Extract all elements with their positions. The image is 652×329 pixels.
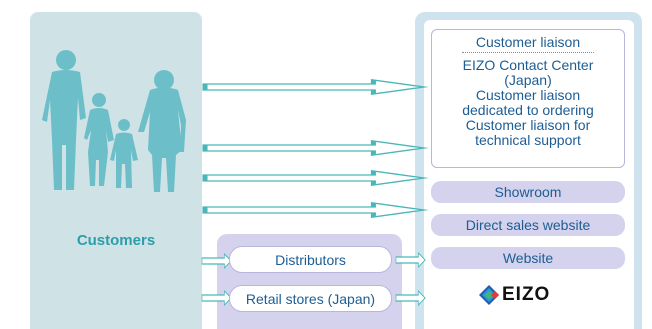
arrow-to-liaison-2 bbox=[205, 141, 424, 155]
customer-arrows bbox=[205, 80, 424, 217]
family-silhouette-icon bbox=[42, 50, 186, 192]
liaison-line: Customer liaison bbox=[475, 87, 581, 103]
liaison-lines: EIZO Contact Center (Japan) Customer lia… bbox=[431, 58, 625, 148]
arrow-distributors-to-website bbox=[395, 252, 426, 268]
showroom-pill: Showroom bbox=[431, 181, 625, 203]
liaison-header: Customer liaison bbox=[475, 34, 581, 50]
arrow-to-retail bbox=[201, 290, 232, 306]
eizo-logo-icon bbox=[479, 285, 499, 305]
liaison-line: EIZO Contact Center bbox=[462, 57, 594, 73]
retail-stores-pill: Retail stores (Japan) bbox=[229, 285, 392, 312]
customers-label: Customers bbox=[76, 232, 156, 249]
liaison-line: dedicated to ordering bbox=[462, 102, 594, 118]
arrow-to-direct-sales bbox=[205, 203, 424, 217]
distributors-pill: Distributors bbox=[229, 246, 392, 273]
arrow-to-liaison bbox=[205, 80, 424, 94]
liaison-line: (Japan) bbox=[504, 72, 552, 88]
liaison-line: Customer liaison for bbox=[465, 117, 591, 133]
direct-sales-pill: Direct sales website bbox=[431, 214, 625, 236]
liaison-divider bbox=[462, 52, 594, 53]
arrow-retail-to-brand bbox=[395, 290, 426, 306]
liaison-line: technical support bbox=[475, 132, 581, 148]
eizo-wordmark: EIZO bbox=[502, 284, 551, 305]
website-pill: Website bbox=[431, 247, 625, 269]
arrow-to-showroom bbox=[205, 171, 424, 185]
arrow-to-distributors bbox=[201, 253, 232, 269]
